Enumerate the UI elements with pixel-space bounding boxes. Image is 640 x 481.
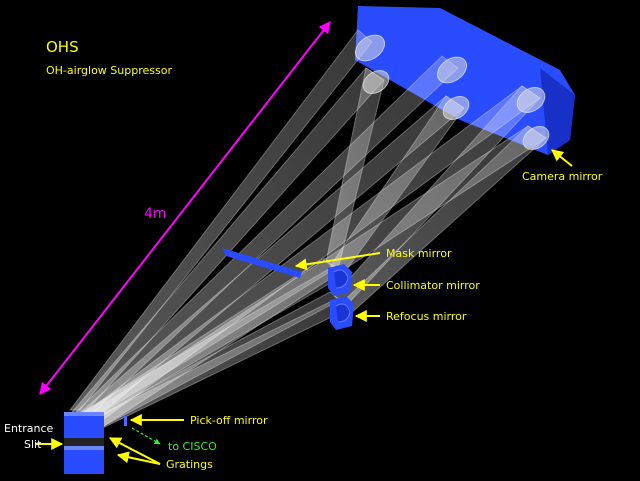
to-cisco-label: to CISCO — [168, 440, 217, 453]
pickoff-mirror-label: Pick-off mirror — [190, 414, 268, 427]
collimator-mirror — [328, 264, 352, 296]
pickoff-mirror — [124, 416, 127, 426]
mask-mirror-label: Mask mirror — [386, 247, 452, 260]
scale-arrow — [39, 21, 331, 395]
pointer-arrows — [36, 149, 573, 465]
refocus-mirror — [330, 296, 354, 330]
camera-mirror-label: Camera mirror — [522, 170, 603, 183]
diagram-subtitle: OH-airglow Suppressor — [46, 64, 172, 77]
scale-label: 4m — [144, 206, 167, 222]
refocus-mirror-label: Refocus mirror — [386, 310, 467, 323]
cisco-arrow — [131, 427, 161, 445]
beam-caps — [354, 34, 550, 150]
diagram-title: OHS — [46, 38, 79, 56]
slit-label: Slit — [24, 438, 42, 451]
collimator-mirror-label: Collimator mirror — [386, 279, 480, 292]
gratings-block — [64, 412, 104, 474]
gratings-label: Gratings — [166, 458, 213, 471]
entrance-label: Entrance — [4, 422, 54, 435]
